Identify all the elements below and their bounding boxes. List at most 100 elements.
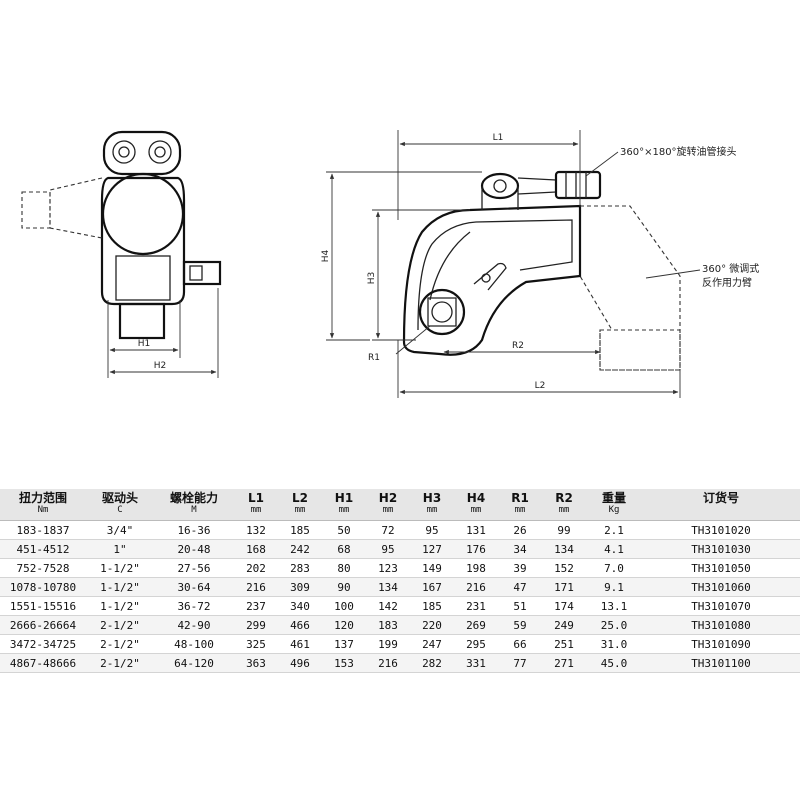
table-cell: 237 (234, 596, 278, 616)
table-cell: 496 (278, 653, 322, 673)
table-cell: 216 (366, 653, 410, 673)
table-cell: 50 (322, 520, 366, 540)
column-title: L1 (248, 491, 264, 505)
table-cell: 16-36 (154, 520, 234, 540)
column-unit: mm (558, 505, 570, 515)
label-h1: H1 (138, 339, 151, 349)
front-view: H1 H2 (21, 130, 222, 378)
table-cell: 90 (322, 577, 366, 597)
column-title: 扭力范围 (18, 491, 67, 505)
table-cell: 149 (410, 558, 454, 578)
table-cell: 183-1837 (0, 520, 86, 540)
column-title: L2 (292, 491, 308, 505)
table-cell: 152 (542, 558, 586, 578)
column-title: R1 (511, 491, 529, 505)
column-title: R2 (555, 491, 573, 505)
table-cell: 295 (454, 634, 498, 654)
label-l2: L2 (535, 381, 546, 391)
column-unit: C (117, 505, 123, 515)
table-cell: 174 (542, 596, 586, 616)
table-cell: 340 (278, 596, 322, 616)
column-header: 订货号 (642, 489, 800, 521)
table-cell: 1-1/2" (86, 558, 154, 578)
table-cell: 127 (410, 539, 454, 559)
table-cell: 36-72 (154, 596, 234, 616)
table-cell: 2-1/2" (86, 634, 154, 654)
table-cell: 271 (542, 653, 586, 673)
table-cell: 31.0 (586, 634, 642, 654)
table-cell: TH3101090 (642, 634, 800, 654)
label-r1: R1 (368, 353, 380, 363)
table-cell: 72 (366, 520, 410, 540)
table-cell: TH3101020 (642, 520, 800, 540)
column-title: H1 (334, 491, 354, 505)
table-cell: 77 (498, 653, 542, 673)
label-l1: L1 (493, 133, 504, 143)
table-cell: 325 (234, 634, 278, 654)
table-cell: 80 (322, 558, 366, 578)
callout-reaction-1: 360° 微调式 (702, 262, 759, 275)
column-title: 驱动头 (101, 491, 138, 505)
table-cell: 20-48 (154, 539, 234, 559)
table-cell: 64-120 (154, 653, 234, 673)
table-cell: 131 (454, 520, 498, 540)
table-cell: TH3101030 (642, 539, 800, 559)
table-cell: 1" (86, 539, 154, 559)
table-cell: 123 (366, 558, 410, 578)
table-cell: 13.1 (586, 596, 642, 616)
table-cell: 48-100 (154, 634, 234, 654)
table-cell: 132 (234, 520, 278, 540)
technical-drawing: H1 H2 L1 (21, 130, 759, 398)
table-cell: 47 (498, 577, 542, 597)
table-cell: 59 (498, 615, 542, 635)
table-cell: 9.1 (586, 577, 642, 597)
table-cell: 7.0 (586, 558, 642, 578)
table-cell: 66 (498, 634, 542, 654)
table-cell: 1551-15516 (0, 596, 86, 616)
table-cell: 363 (234, 653, 278, 673)
table-cell: 183 (366, 615, 410, 635)
table-cell: 269 (454, 615, 498, 635)
table-cell: 185 (278, 520, 322, 540)
table-cell: 1-1/2" (86, 577, 154, 597)
label-h4: H4 (321, 249, 331, 262)
table-cell: 137 (322, 634, 366, 654)
table-cell: 309 (278, 577, 322, 597)
table-cell: 202 (234, 558, 278, 578)
table-cell: 220 (410, 615, 454, 635)
table-cell: 216 (234, 577, 278, 597)
column-unit: mm (382, 505, 394, 515)
table-cell: 95 (410, 520, 454, 540)
callout-swivel: 360°×180°旋转油管接头 (620, 145, 737, 158)
column-unit: Kg (608, 505, 620, 515)
table-cell: 167 (410, 577, 454, 597)
table-cell: 199 (366, 634, 410, 654)
table-cell: 251 (542, 634, 586, 654)
column-unit (642, 505, 800, 516)
table-cell: 30-64 (154, 577, 234, 597)
table-cell: 176 (454, 539, 498, 559)
table-cell: 247 (410, 634, 454, 654)
table-cell: 99 (542, 520, 586, 540)
column-unit: Nm (37, 505, 49, 515)
column-title: H3 (422, 491, 442, 505)
table-cell: 1-1/2" (86, 596, 154, 616)
column-unit: mm (338, 505, 350, 515)
